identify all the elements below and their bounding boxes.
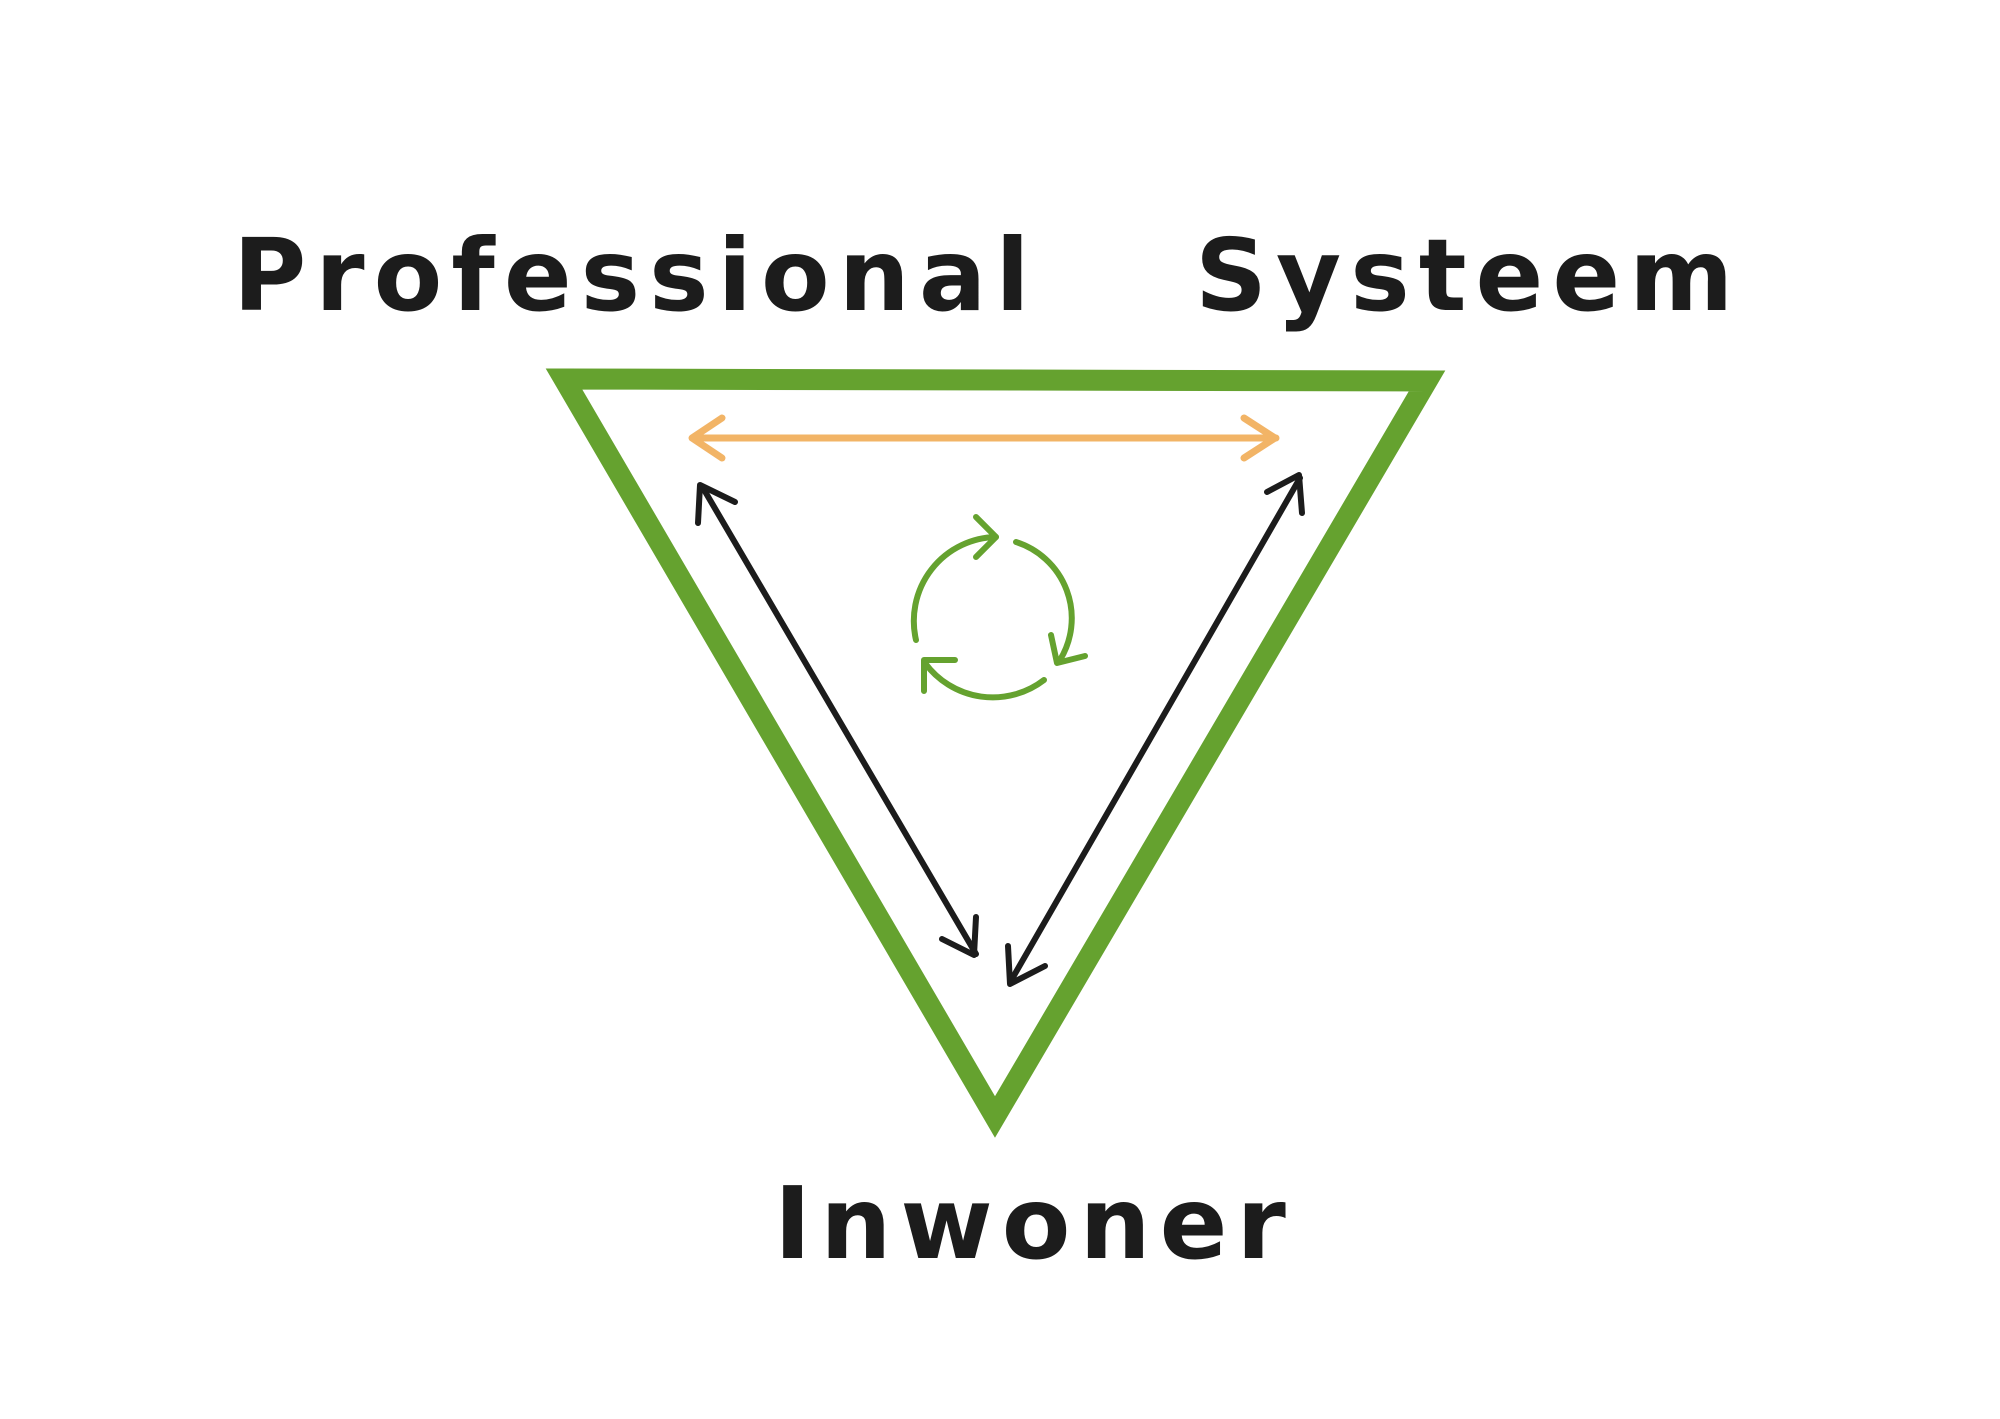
top-double-arrow [688, 414, 1280, 462]
label-inwoner: Inwoner [774, 1165, 1295, 1282]
recycle-cycle-icon [910, 514, 1088, 701]
left-double-arrow [695, 482, 979, 958]
label-professional: Professional [233, 217, 1039, 334]
label-systeem: Systeem [1195, 217, 1743, 334]
triangle-frame [545, 368, 1446, 1138]
right-double-arrow [1005, 472, 1305, 987]
